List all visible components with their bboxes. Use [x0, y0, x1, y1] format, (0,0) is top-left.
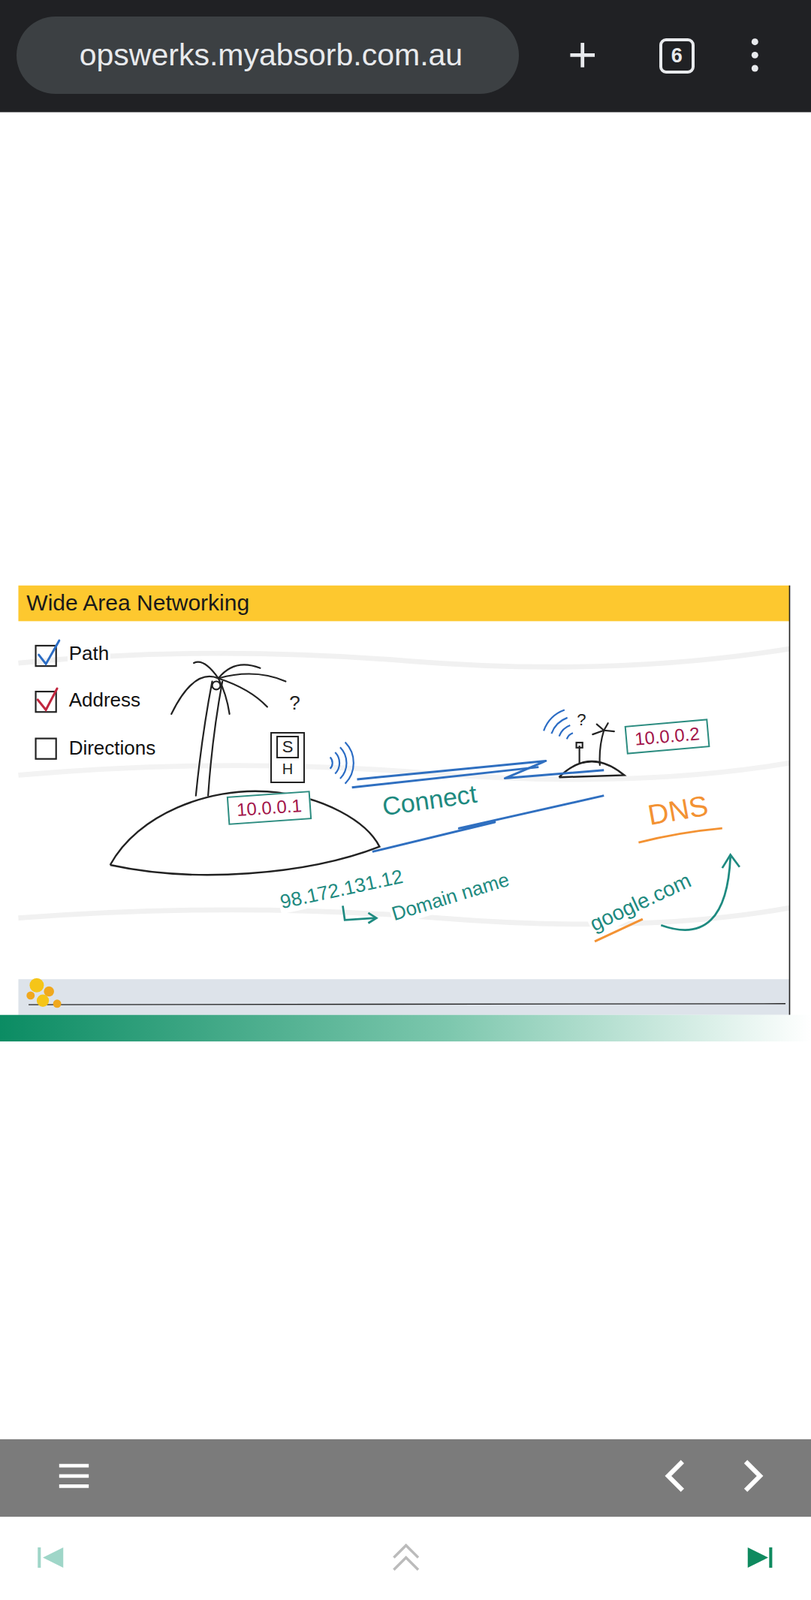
checklist-item: Directions	[67, 737, 158, 760]
slide-frame	[789, 585, 791, 1016]
wifi-signal	[330, 757, 333, 769]
palm-tree	[218, 674, 287, 682]
palm-tree	[592, 723, 615, 735]
palm-tree	[599, 730, 605, 766]
player-controls	[42, 1547, 64, 1568]
menu-dots	[751, 51, 759, 59]
wifi-signal	[543, 710, 565, 732]
wifi-signal	[334, 752, 340, 775]
wifi-signal	[340, 747, 347, 779]
slide-frame	[18, 648, 790, 667]
menu-dots	[751, 38, 759, 72]
bottom-toolbar	[59, 1465, 89, 1487]
browser-bar	[0, 0, 811, 112]
logo-dots	[26, 978, 61, 1008]
palm-tree	[208, 681, 223, 796]
bottom-toolbar	[59, 1484, 89, 1489]
player-controls	[768, 1547, 772, 1568]
slide-title: Wide Area Networking	[26, 590, 250, 617]
player-controls	[37, 1547, 41, 1568]
bottom-toolbar	[668, 1462, 683, 1491]
wifi-signal	[551, 717, 567, 734]
logo-dots	[29, 978, 44, 993]
node-text: H	[282, 759, 293, 778]
bottom-toolbar	[59, 1464, 89, 1469]
link-label: Connect	[379, 779, 481, 823]
dns-label: DNS	[644, 789, 713, 833]
slide-frame	[18, 762, 790, 780]
ip-address: 98.172.131.12	[277, 865, 408, 914]
server-tower: SH	[270, 732, 306, 784]
ip-tag: 10.0.0.1	[226, 790, 312, 825]
question-mark: ?	[575, 710, 588, 730]
logo-dots	[26, 991, 35, 1000]
logo-dots	[53, 999, 62, 1008]
node-text: opswerks.myabsorb.com.au	[79, 37, 463, 73]
island	[110, 791, 380, 875]
palm-tree	[171, 676, 218, 715]
player-controls	[37, 1545, 772, 1571]
tab-count: 6	[659, 38, 695, 74]
wifi-signal	[330, 710, 573, 784]
player-controls	[393, 1545, 419, 1571]
bottom-toolbar	[59, 1474, 89, 1478]
slide-frame	[18, 585, 790, 1016]
address-bar: opswerks.myabsorb.com.au	[16, 16, 520, 94]
bottom-toolbar	[745, 1462, 760, 1491]
lightning-link	[356, 760, 604, 779]
palm-tree	[212, 681, 221, 691]
antenna	[576, 742, 583, 748]
wifi-signal	[566, 732, 573, 739]
check-mark	[37, 688, 58, 711]
palm-tree	[218, 678, 268, 707]
node-text: S	[276, 735, 300, 759]
checklist-item: Path	[67, 642, 112, 666]
node-text: 6	[671, 45, 683, 67]
hook-arrow	[342, 905, 377, 923]
hook-arrow	[342, 905, 375, 920]
ip-tag: 10.0.0.2	[624, 718, 711, 754]
wifi-signal	[345, 742, 354, 784]
lightning-link	[352, 760, 605, 852]
logo-dots	[43, 986, 55, 998]
question-mark: ?	[287, 692, 302, 715]
lookup-arrow	[722, 854, 740, 869]
slide-frame	[18, 585, 790, 1016]
antenna	[576, 742, 583, 763]
bottom-toolbar	[0, 1439, 811, 1517]
new-tab-icon	[569, 42, 595, 68]
wifi-signal	[559, 725, 571, 737]
progress-bar	[0, 1015, 811, 1042]
logo-dots	[36, 994, 49, 1007]
node-text: 10.0.0.2	[633, 723, 701, 750]
progress-bar	[0, 1015, 811, 1042]
check-mark	[39, 640, 60, 664]
browser-bar	[0, 0, 811, 112]
bottom-toolbar	[0, 1439, 811, 1517]
player-controls	[747, 1547, 769, 1568]
menu-dots	[751, 65, 759, 73]
slide-frame	[18, 585, 790, 622]
menu-dots	[751, 38, 759, 46]
checklist-item: Address	[67, 689, 142, 712]
hook-arrow	[367, 913, 377, 924]
new-tab-icon	[580, 42, 585, 68]
slide-frame	[28, 1003, 786, 1005]
palm-tree	[171, 662, 615, 796]
node-text: 10.0.0.1	[235, 795, 302, 821]
palm-tree	[193, 662, 219, 679]
island	[110, 761, 625, 875]
island	[558, 761, 625, 778]
note-text: Domain name	[388, 868, 514, 927]
check-mark	[37, 640, 60, 710]
slide-frame	[18, 979, 790, 1016]
domain-name: google.com	[584, 868, 697, 938]
checkbox	[36, 738, 57, 760]
